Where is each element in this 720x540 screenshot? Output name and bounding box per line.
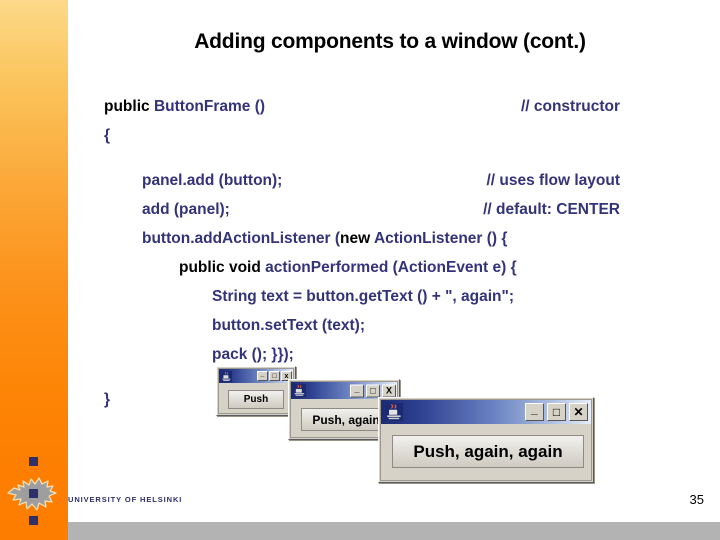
window-push-again-again[interactable]: _ □ ✕ Push, again, again [378, 397, 594, 483]
push-button[interactable]: Push [228, 390, 284, 409]
window-frame: _ □ x Push [218, 368, 294, 414]
minimize-button[interactable]: _ [350, 384, 364, 397]
maximize-button[interactable]: □ [547, 403, 566, 421]
code-text: actionPerformed (ActionEvent e) { [265, 259, 517, 276]
page-title: Adding components to a window (cont.) [194, 30, 586, 53]
code-line: button.addActionListener (new ActionList… [104, 224, 620, 253]
code-line: panel.add (button); // uses flow layout [104, 166, 620, 195]
java-cup-icon [293, 384, 306, 397]
code-text: add (panel); [142, 201, 230, 218]
close-button[interactable]: X [382, 384, 396, 397]
maximize-button[interactable]: □ [269, 371, 280, 381]
window-titlebar[interactable]: _ □ x [219, 369, 293, 383]
code-spacer [104, 150, 620, 166]
code-line: String text = button.getText () + ", aga… [104, 282, 620, 311]
window-controls[interactable]: _ □ ✕ [525, 403, 588, 421]
close-button[interactable]: x [281, 371, 292, 381]
code-line: { [104, 121, 620, 150]
window-content: Push, again, again [381, 424, 591, 480]
code-text: { [104, 127, 111, 144]
code-comment: // default: CENTER [483, 201, 620, 218]
minimize-button[interactable]: _ [525, 403, 544, 421]
code-line: add (panel); // default: CENTER [104, 195, 620, 224]
code-line: button.setText (text); [104, 311, 620, 340]
window-push[interactable]: _ □ x Push [216, 366, 296, 416]
close-button[interactable]: ✕ [569, 403, 588, 421]
push-button[interactable]: Push, again, again [392, 435, 584, 468]
footer-bar [68, 522, 720, 540]
code-keyword: public void [179, 259, 266, 276]
code-comment: // constructor [520, 98, 620, 115]
java-cup-icon [221, 370, 232, 382]
maximize-button[interactable]: □ [366, 384, 380, 397]
university-logo [4, 455, 66, 527]
code-text: pack (); }}); [212, 346, 294, 363]
university-wordmark: UNIVERSITY OF HELSINKI [68, 495, 183, 504]
code-keyword: public [104, 98, 154, 115]
minimize-button[interactable]: _ [257, 371, 268, 381]
code-line: public ButtonFrame () // constructor [104, 92, 620, 121]
page-number: 35 [689, 492, 704, 507]
window-titlebar[interactable]: _ □ ✕ [381, 400, 591, 424]
code-text: ActionListener () { [373, 230, 508, 247]
code-comment: // uses flow layout [486, 172, 621, 189]
code-line: public void actionPerformed (ActionEvent… [104, 253, 620, 282]
code-text: String text = button.getText () + ", aga… [212, 288, 515, 305]
push-button[interactable]: Push, again [301, 408, 391, 431]
code-text: } [104, 391, 111, 408]
code-line: } [104, 385, 620, 414]
window-content: Push [219, 383, 293, 413]
code-text: button.addActionListener ( [142, 230, 341, 247]
code-text: ButtonFrame () [153, 98, 266, 115]
code-text: button.setText (text); [212, 317, 365, 334]
window-controls[interactable]: _ □ x [257, 371, 292, 381]
code-line: pack (); }}); [104, 340, 620, 369]
sidebar-seam [68, 0, 75, 540]
window-controls[interactable]: _ □ X [350, 384, 396, 397]
window-titlebar[interactable]: _ □ X [291, 382, 397, 399]
code-block: public ButtonFrame () // constructor { p… [104, 92, 620, 414]
java-cup-icon [385, 403, 403, 421]
orange-accent-band [0, 0, 68, 540]
code-keyword: new [340, 230, 374, 247]
code-text: panel.add (button); [142, 172, 283, 189]
window-frame: _ □ ✕ Push, again, again [380, 399, 592, 481]
